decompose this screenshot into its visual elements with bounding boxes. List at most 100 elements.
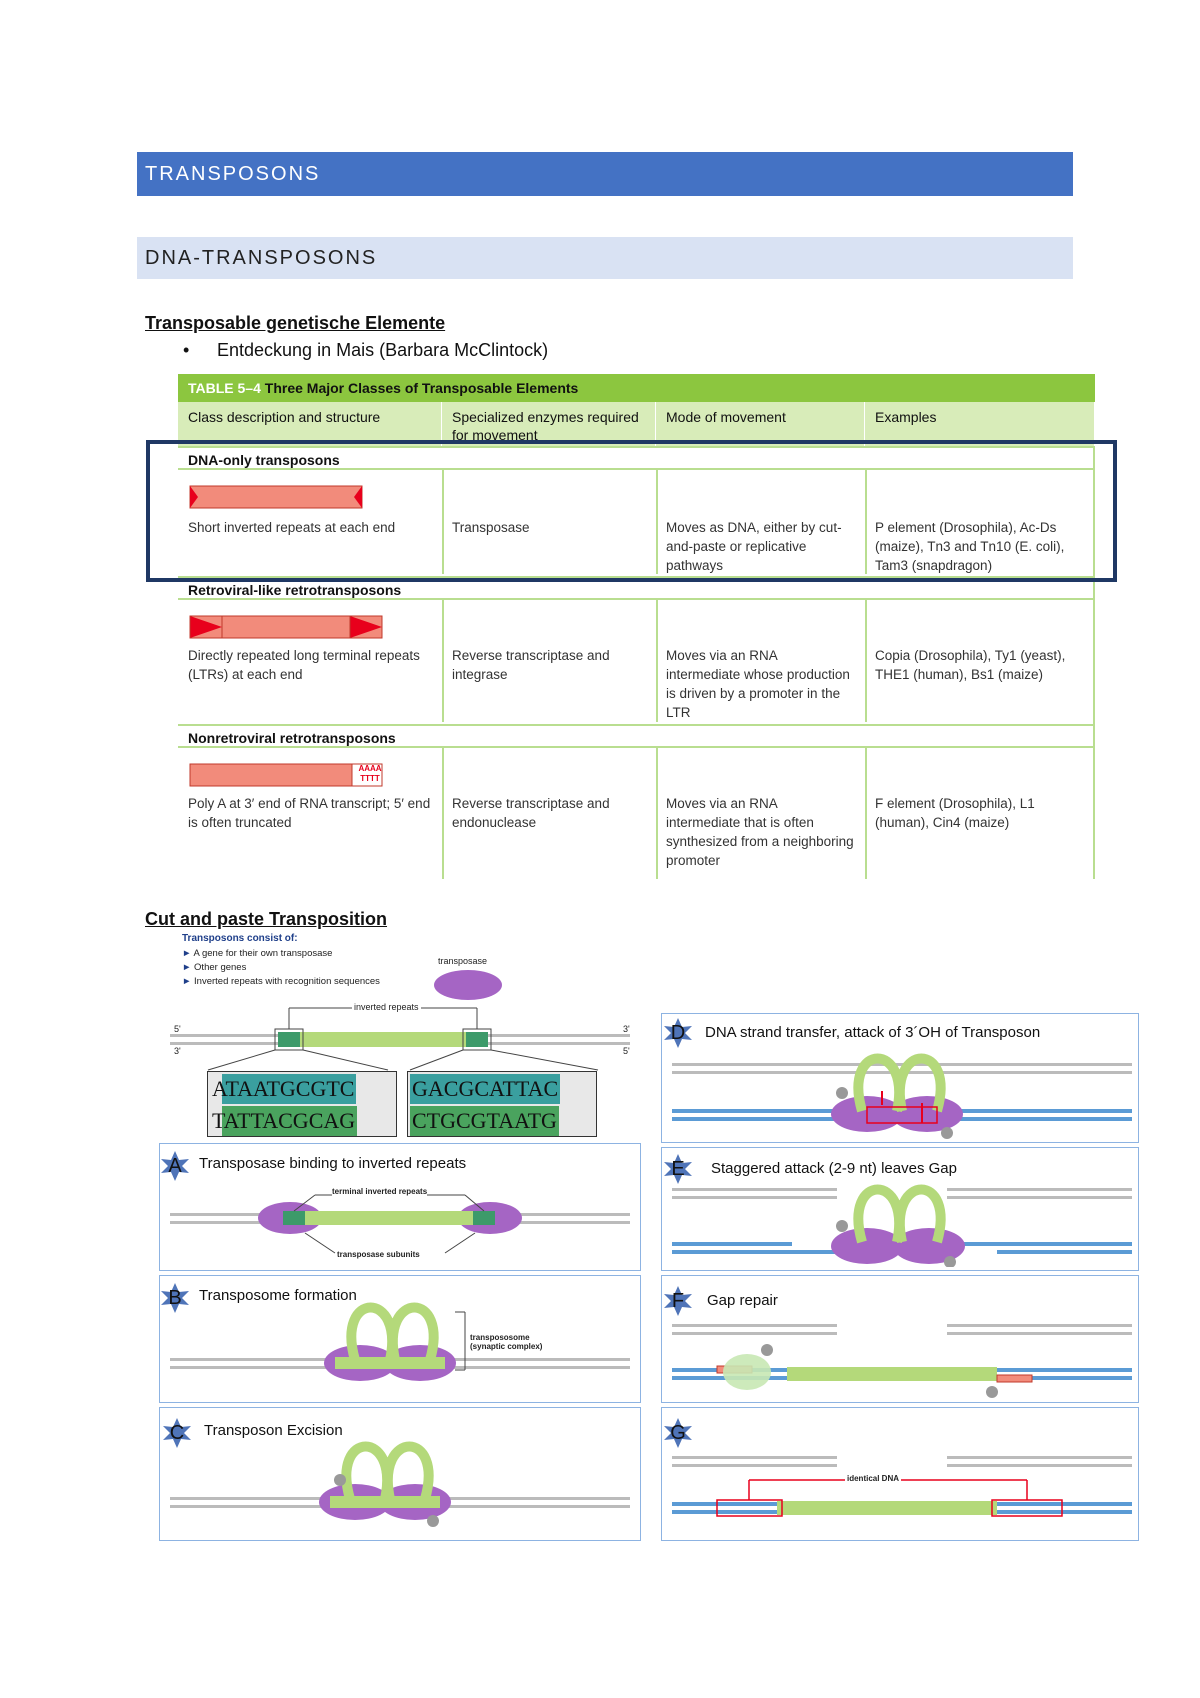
grid-line — [1093, 446, 1095, 879]
panel-a-label-subunits: transposase subunits — [337, 1250, 420, 1259]
transposase-label: transposase — [438, 956, 488, 966]
panel-letter-b: B — [168, 1287, 182, 1309]
heading-transposons: TRANSPOSONS — [137, 152, 1073, 196]
grid-line — [656, 470, 658, 574]
star-icon — [664, 1418, 692, 1448]
panel-b-label: transpososome (synaptic complex) — [470, 1333, 542, 1351]
row1-mode: Moves as DNA, either by cut-and-paste or… — [666, 520, 842, 573]
ltr-diagram — [189, 615, 383, 639]
panel-c — [159, 1407, 641, 1541]
row1-examples: P element (Drosophila), Ac-Ds (maize), T… — [875, 520, 1065, 573]
star-icon — [664, 1154, 692, 1184]
panel-f-drawing — [672, 1324, 1132, 1398]
consist-item: ► A gene for their own transposase — [182, 948, 333, 959]
col-header-mode: Mode of movement — [656, 402, 865, 446]
grid-line — [442, 748, 444, 879]
row2-enzymes: Reverse transcriptase and integrase — [452, 648, 610, 682]
inverted-repeats-diagram — [189, 485, 363, 509]
heading-dna-transposons: DNA-TRANSPOSONS — [137, 237, 1073, 279]
seq-right-bottom: CTGCGTAATG — [410, 1106, 559, 1136]
panel-b-drawing — [170, 1302, 630, 1381]
section-title-cut-paste: Cut and paste Transposition — [145, 909, 388, 929]
transposase-ellipse — [434, 970, 502, 1000]
grid-line — [442, 600, 444, 722]
bullet-discovery: Entdeckung in Mais (Barbara McClintock) — [217, 340, 549, 360]
panel-c-drawing — [170, 1441, 630, 1527]
panel-b-label-2: (synaptic complex) — [470, 1342, 543, 1351]
bullet-dot: • — [183, 340, 190, 360]
star-icon — [664, 1286, 692, 1316]
row3-mode: Moves via an RNA intermediate that is of… — [666, 796, 854, 868]
panel-letter-g: G — [670, 1422, 686, 1444]
seq-left-bottom: TATTACGCAG — [210, 1106, 358, 1136]
panel-a — [159, 1143, 641, 1271]
panel-letter-e: E — [671, 1158, 685, 1180]
panel-e-title: Staggered attack (2-9 nt) leaves Gap — [711, 1160, 957, 1177]
section-nonretroviral: Nonretroviral retrotransposons — [178, 724, 1095, 748]
transposable-elements-table: TABLE 5–4 Three Major Classes of Transpo… — [178, 374, 1095, 879]
dna-inverted-repeats-diagram — [170, 1007, 630, 1071]
grid-line — [442, 470, 444, 574]
col-header-enzymes: Specialized enzymes required for movemen… — [442, 402, 656, 446]
section-dna-only: DNA-only transposons — [178, 446, 1095, 470]
grid-line — [865, 470, 867, 574]
row1-structure: Short inverted repeats at each end — [188, 520, 396, 535]
star-icon — [163, 1418, 191, 1448]
panel-a-title: Transposase binding to inverted repeats — [199, 1155, 467, 1172]
seq-right-top: GACGCATTAC — [410, 1074, 561, 1104]
row2-structure: Directly repeated long terminal repeats … — [188, 648, 420, 682]
grid-line — [656, 748, 658, 879]
panel-c-title: Transposon Excision — [204, 1422, 343, 1439]
seq-box-right: GACGCATTAC CTGCGTAATG — [407, 1071, 597, 1137]
star-icon — [161, 1283, 189, 1313]
grid-line — [865, 600, 867, 722]
panel-letter-c: C — [169, 1422, 185, 1444]
panel-g-label: identical DNA — [845, 1474, 902, 1483]
table-title: TABLE 5–4 Three Major Classes of Transpo… — [178, 374, 1095, 402]
panel-b-label-1: transpososome — [470, 1333, 530, 1342]
row2-examples: Copia (Drosophila), Ty1 (yeast), THE1 (h… — [875, 648, 1066, 682]
col-header-class: Class description and structure — [178, 402, 442, 446]
panel-b — [159, 1275, 641, 1403]
panel-g-drawing — [672, 1456, 1132, 1517]
col-header-examples: Examples — [865, 402, 1095, 446]
panel-letter-f: F — [671, 1290, 685, 1312]
row3-examples: F element (Drosophila), L1 (human), Cin4… — [875, 796, 1035, 830]
consist-item: ► Inverted repeats with recognition sequ… — [182, 976, 380, 987]
prime-3: 3' — [174, 1046, 181, 1056]
panel-letter-d: D — [670, 1022, 686, 1044]
inverted-repeats-label: inverted repeats — [352, 1002, 421, 1012]
row3-structure: Poly A at 3′ end of RNA transcript; 5′ e… — [188, 796, 431, 830]
panel-a-drawing — [170, 1194, 630, 1254]
table-title-text: Three Major Classes of Transposable Elem… — [260, 380, 579, 396]
panel-a-label-tir: terminal inverted repeats — [332, 1187, 428, 1196]
star-icon — [161, 1151, 189, 1181]
panel-b-title: Transposome formation — [199, 1287, 357, 1304]
dna-only-highlight-box — [146, 440, 1117, 582]
polya-label: AAAA TTTT — [355, 764, 385, 784]
row3-enzymes: Reverse transcriptase and endonuclease — [452, 796, 610, 830]
polya-diagram — [189, 763, 383, 787]
row1-enzymes: Transposase — [452, 520, 530, 535]
seq-box-left: ATAATGCGTC TATTACGCAG — [207, 1071, 397, 1137]
consist-title: Transposons consist of: — [182, 933, 298, 944]
panel-d-title: DNA strand transfer, attack of 3´OH of T… — [705, 1024, 1041, 1041]
prime-5: 5' — [623, 1046, 630, 1056]
grid-line — [656, 600, 658, 722]
panel-e-drawing — [672, 1184, 1132, 1267]
consist-item: ► Other genes — [182, 962, 247, 973]
polya-top: AAAA — [358, 764, 382, 773]
seq-left-top: ATAATGCGTC — [210, 1074, 357, 1104]
row2-mode: Moves via an RNA intermediate whose prod… — [666, 648, 850, 720]
consist-list: ► A gene for their own transposase ► Oth… — [182, 947, 380, 989]
polya-bottom: TTTT — [360, 774, 380, 783]
panel-d-drawing — [672, 1053, 1132, 1139]
grid-line — [865, 748, 867, 879]
table-number: TABLE 5–4 — [188, 380, 261, 396]
prime-5: 5' — [174, 1024, 181, 1034]
prime-3: 3' — [623, 1024, 630, 1034]
star-icon — [664, 1018, 692, 1048]
panel-f-title: Gap repair — [707, 1292, 778, 1309]
section-title-transposable: Transposable genetische Elemente — [145, 313, 446, 333]
panel-letter-a: A — [168, 1155, 182, 1177]
